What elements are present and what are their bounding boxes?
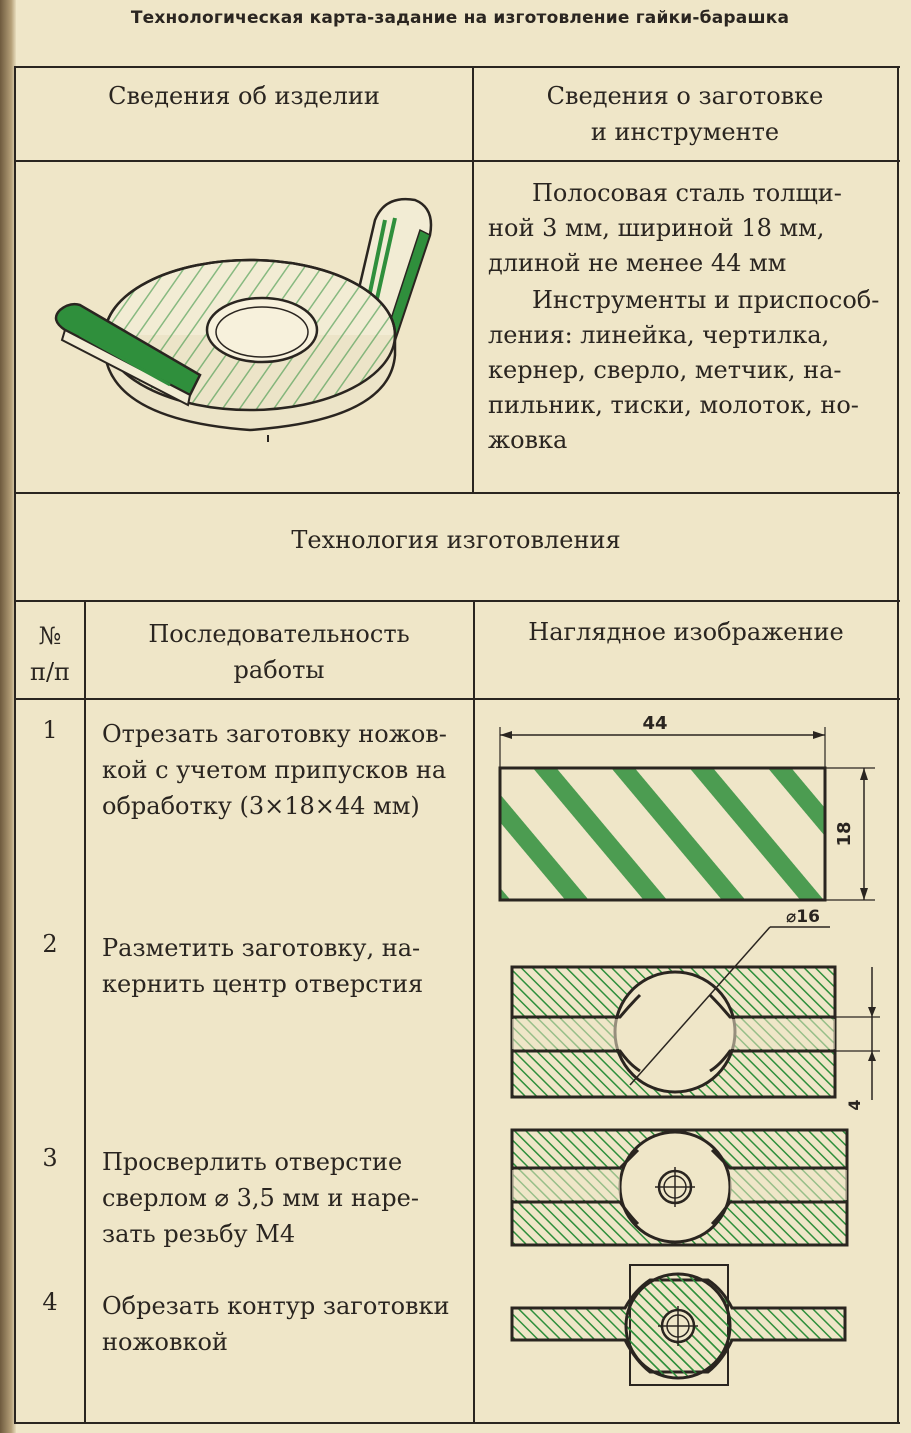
section-title-bottom-border <box>14 600 900 602</box>
table-right-border <box>897 66 899 1422</box>
page-title: Технологическая карта-задание на изготов… <box>130 8 790 28</box>
image-column-divider <box>473 600 475 1422</box>
table-top-border <box>14 66 900 68</box>
step-1-number: 1 <box>42 716 58 744</box>
threaded-hole <box>205 296 319 364</box>
step-2-line-2: кернить центр отверстия <box>102 970 424 998</box>
step-3-number: 3 <box>42 1144 58 1172</box>
info-bottom-border <box>14 492 900 494</box>
step-2-line-1: Разметить заготовку, на- <box>102 934 421 962</box>
table-left-border <box>14 66 16 1422</box>
header-blank-info-line1: Сведения о заготовке <box>546 82 824 110</box>
step-4-line-1: Обрезать контур заготовки <box>102 1292 450 1320</box>
col-header-num-line2: п/п <box>29 658 71 686</box>
step-3-line-2: сверлом ⌀ 3,5 мм и наре- <box>102 1184 419 1212</box>
col-header-num-line1: № <box>38 622 62 650</box>
steps-header-bottom-border <box>14 698 900 700</box>
tools-line-1: Инструменты и приспособ- <box>532 286 880 314</box>
step-4-drawing <box>510 1264 847 1386</box>
strip-blank <box>500 768 825 900</box>
header-product-info: Сведения об изделии <box>108 82 380 110</box>
tools-line-2: ления: линейка, чертилка, <box>488 321 830 349</box>
header-blank-info: Сведения о заготовке и инструменте <box>474 78 896 150</box>
step-1-line-1: Отрезать заготовку ножов- <box>102 720 447 748</box>
wing-nut-illustration <box>54 197 433 442</box>
step-3-line-1: Просверлить отверстие <box>102 1148 403 1176</box>
length-dimension-label: 44 <box>642 713 667 734</box>
diameter-dimension-label: ⌀16 <box>786 907 820 927</box>
material-line-2: ной 3 мм, шириной 18 мм, <box>488 214 825 242</box>
col-header-num: № п/п <box>16 618 84 690</box>
col-header-sequence-line1: Последовательность <box>148 620 410 648</box>
material-line-3: длиной не менее 44 мм <box>488 249 787 277</box>
step-1-line-3: обработку (3×18×44 мм) <box>102 792 420 820</box>
strip-dimension-label: 4 <box>845 1099 864 1110</box>
info-column-divider <box>472 66 474 492</box>
left-wing <box>54 302 202 397</box>
marked-circle <box>613 970 737 1094</box>
step-2-number: 2 <box>42 930 58 958</box>
step-4-text: Обрезать контур заготовки ножовкой <box>102 1288 464 1360</box>
step-2-drawing: ⌀16 4 <box>510 907 880 1111</box>
table-bottom-border <box>14 1422 900 1424</box>
header-blank-info-line2: и инструменте <box>590 118 780 146</box>
step-2-text: Разметить заготовку, на- кернить центр о… <box>102 930 464 1002</box>
num-column-divider <box>84 600 86 1422</box>
diameter-dimension-line <box>629 926 771 1086</box>
blank-material-text: Полосовая сталь толщи- ной 3 мм, шириной… <box>488 176 884 458</box>
col-header-image: Наглядное изображение <box>528 618 844 646</box>
col-header-sequence-line2: работы <box>233 656 325 684</box>
step-1-text: Отрезать заготовку ножов- кой с учетом п… <box>102 716 464 824</box>
step-4-number: 4 <box>42 1288 58 1316</box>
step-4-line-2: ножовкой <box>102 1328 228 1356</box>
col-header-sequence: Последовательность работы <box>86 616 472 688</box>
step-1-line-2: кой с учетом припусков на <box>102 756 447 784</box>
step-3-line-3: зать резьбу М4 <box>102 1220 296 1248</box>
tools-line-5: жовка <box>488 426 568 454</box>
step-1-drawing: 44 18 <box>498 713 875 902</box>
step-3-text: Просверлить отверстие сверлом ⌀ 3,5 мм и… <box>102 1144 464 1252</box>
step-3-drawing <box>510 1128 849 1247</box>
tools-line-4: пильник, тиски, молоток, но- <box>488 391 859 419</box>
header-bottom-border <box>14 160 900 162</box>
technology-section-title: Технология изготовления <box>291 526 621 554</box>
material-line-1: Полосовая сталь толщи- <box>532 179 842 207</box>
width-dimension-label: 18 <box>834 821 855 846</box>
page-binding-edge <box>0 0 16 1433</box>
tools-line-3: кернер, сверло, метчик, на- <box>488 356 842 384</box>
